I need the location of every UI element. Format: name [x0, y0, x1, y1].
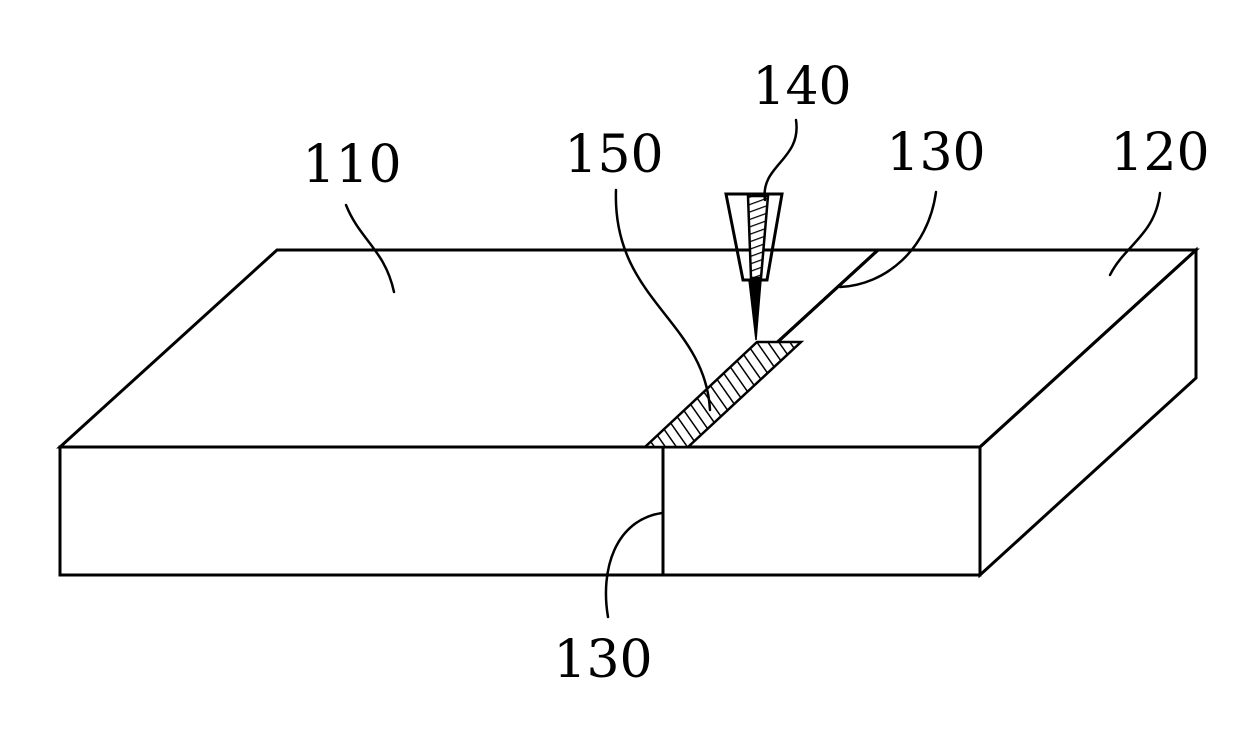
label-120: 120: [1110, 123, 1209, 183]
leader-120: [1110, 193, 1160, 275]
nozzle: [726, 194, 782, 340]
nozzle-tip: [749, 280, 761, 340]
leader-140: [765, 120, 797, 200]
label-140: 140: [752, 57, 851, 117]
second-workpiece-side-face: [980, 250, 1196, 575]
label-130-front: 130: [553, 630, 652, 690]
label-130-top: 130: [886, 123, 985, 183]
leader-150: [616, 190, 710, 410]
label-150: 150: [564, 125, 663, 185]
weld-bead: [645, 342, 801, 447]
label-110: 110: [302, 135, 401, 195]
nozzle-core: [748, 196, 768, 278]
first-workpiece-front-face: [60, 447, 663, 575]
second-workpiece: [663, 250, 1196, 575]
second-workpiece-front-face: [663, 447, 980, 575]
leader-130-front: [606, 513, 662, 617]
